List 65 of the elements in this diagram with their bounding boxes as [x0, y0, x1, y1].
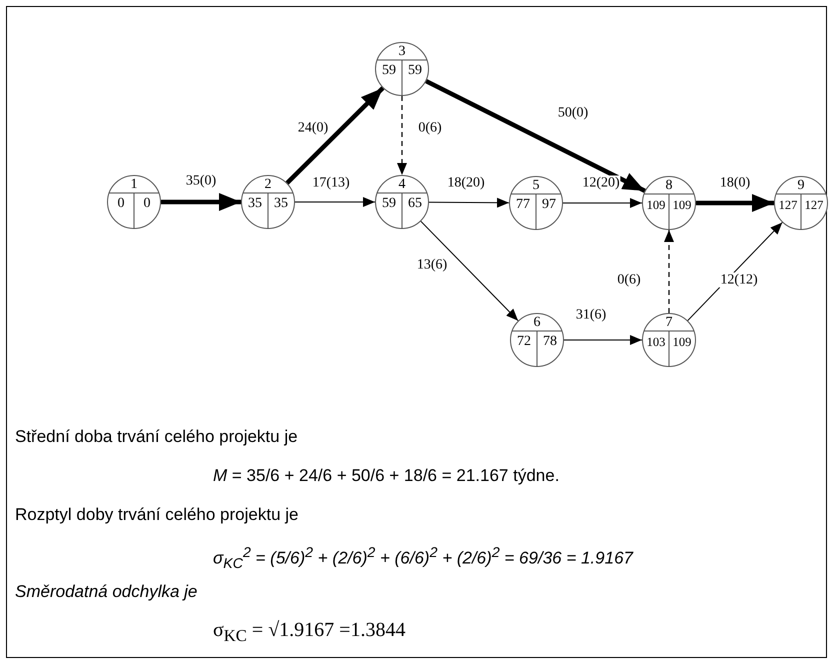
node-time: 109 — [672, 198, 692, 212]
activity-arrow — [161, 193, 241, 211]
node-time: 35 — [247, 197, 263, 211]
node-time: 72 — [516, 335, 532, 349]
node-time: 59 — [381, 197, 397, 211]
formula: σ$_{KC}$$^{2}$ = (5/6)$^{2}$ + (2/6)$^{2}$ + (6/6)$^{2}$ + (2/6)$^{2}$ = 69/36 = 1.9167 — [213, 544, 633, 574]
event-node — [241, 175, 295, 229]
event-node — [375, 175, 429, 229]
event-node — [642, 313, 696, 367]
text-line: Rozptyl doby trvání celého projektu je — [15, 505, 298, 525]
node-time: 109 — [672, 335, 692, 349]
node-number: 6 — [532, 316, 542, 330]
event-node — [375, 42, 429, 96]
edge-label: 24(0) — [296, 120, 330, 136]
edge-label: 17(13) — [311, 176, 351, 190]
text-line: Směrodatná odchylka je — [15, 582, 198, 602]
activity-arrow — [420, 220, 519, 322]
event-node — [509, 176, 563, 230]
edge-label: 0(6) — [417, 120, 443, 136]
node-time: 127 — [778, 198, 798, 212]
node-number: 1 — [130, 178, 138, 192]
node-time: 103 — [646, 335, 666, 349]
node-time: 0 — [116, 197, 126, 211]
node-time: 97 — [541, 198, 557, 212]
edge-label: 0(6) — [616, 272, 642, 288]
node-time: 65 — [407, 197, 423, 211]
formula: σ$_{KC}$ = √1.9167 =1.3844 — [213, 620, 406, 646]
node-time: 0 — [142, 197, 152, 211]
node-number: 5 — [532, 179, 540, 193]
activity-arrow — [397, 96, 407, 175]
edge-label: 31(6) — [574, 308, 608, 322]
edge-label: 12(12) — [719, 272, 759, 288]
edge-label: 18(0) — [718, 176, 752, 190]
activity-arrow — [562, 198, 642, 208]
activity-arrow — [664, 230, 674, 313]
node-time: 78 — [542, 335, 558, 349]
edge-label: 50(0) — [556, 106, 590, 120]
edge-label: 35(0) — [184, 174, 218, 188]
event-node — [774, 176, 828, 230]
activity-arrow — [286, 86, 384, 185]
formula: M = 35/6 + 24/6 + 50/6 + 18/6 = 21.167 týdne. — [213, 466, 560, 486]
activity-arrow — [294, 197, 376, 207]
activity-arrow — [564, 335, 642, 345]
node-number: 2 — [264, 178, 272, 192]
event-node — [642, 176, 696, 230]
node-time: 35 — [273, 197, 289, 211]
edge-label: 12(20) — [581, 176, 621, 190]
text-line: Střední doba trvání celého projektu je — [15, 427, 298, 447]
node-number: 8 — [664, 179, 674, 193]
edge-label: 13(6) — [416, 258, 448, 272]
node-time: 109 — [646, 198, 666, 212]
edge-label: 18(20) — [446, 176, 486, 190]
node-time: 77 — [515, 198, 531, 212]
event-node — [510, 313, 564, 367]
node-number: 3 — [398, 45, 406, 59]
node-time: 59 — [381, 64, 397, 78]
activity-arrow — [425, 79, 646, 193]
node-number: 7 — [664, 316, 674, 330]
node-number: 9 — [796, 179, 806, 193]
event-node — [107, 175, 161, 229]
node-time: 127 — [804, 198, 824, 212]
activity-arrow — [696, 194, 774, 212]
activity-arrow — [428, 198, 510, 208]
node-number: 4 — [398, 178, 406, 192]
node-time: 59 — [407, 64, 423, 78]
